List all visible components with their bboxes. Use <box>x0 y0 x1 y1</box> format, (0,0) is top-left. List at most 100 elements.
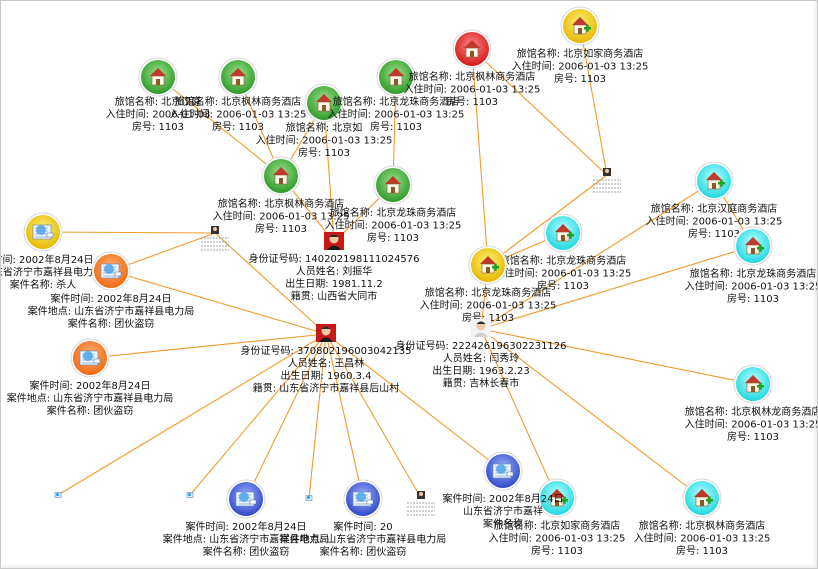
node-label-line: 旅馆名称: 北京龙珠商务酒店 <box>333 95 460 108</box>
collapsed-case-node[interactable] <box>186 492 194 498</box>
node-label-line: 入住时间: 2006-01-03 13:25 <box>256 134 393 147</box>
relation-edge <box>480 245 754 330</box>
collapsed-case-node[interactable] <box>54 492 62 498</box>
house-icon <box>706 172 725 190</box>
case-document-icon <box>32 224 54 240</box>
node-label-line: 案件时间: 20 <box>333 520 392 533</box>
node-label-line: 身份证号码: 370802196003042135 <box>240 344 411 357</box>
relation-edge <box>110 270 327 335</box>
node-label-line: 入住时间: 2006-01-03 13:25 <box>634 532 771 545</box>
house-icon <box>230 68 246 86</box>
case-document-icon <box>492 463 514 479</box>
node-label-line: 旅馆名称: 北京如家商务酒店 <box>494 519 621 532</box>
node-label-line: 入住时间: 2006-01-03 13:25 <box>685 280 817 293</box>
relation-edge <box>579 25 608 176</box>
node-label-line: 入住时间: 2006-01-03 13:25 <box>512 60 649 73</box>
node-label-line: 房号: 1103 <box>212 120 264 133</box>
node-label-line: 人员姓名: 闫秀玲 <box>443 352 520 365</box>
relation-edge <box>157 76 282 177</box>
node-label-line: 入住时间: 2006-01-03 13:25 <box>420 299 557 312</box>
node-label-line: 房号: 1103 <box>255 222 307 235</box>
house-icon <box>745 375 764 393</box>
relation-edge <box>308 333 327 499</box>
node-label-line: 房号: 1103 <box>727 430 779 443</box>
node-label-line: 入住时间: 2006-01-03 13:25 <box>685 418 817 431</box>
node-label-line: 人员姓名: 刘振华 <box>296 265 373 278</box>
person-photo-male-icon <box>316 324 336 342</box>
case-document-icon <box>100 263 122 279</box>
node-label-line: 入住时间: 2006-01-03 13:25 <box>646 215 783 228</box>
house-icon <box>745 237 764 255</box>
relation-edge <box>214 232 327 335</box>
relation-edge <box>487 174 608 266</box>
house-icon <box>385 176 401 194</box>
relation-edge <box>189 333 327 496</box>
node-label-line: 出生日期: 1960.3.4 <box>280 369 371 382</box>
node-label-line: 身份证号码: 140202198111024576 <box>248 252 419 265</box>
node-label-line: 入住时间: 2006-01-03 13:25 <box>325 219 462 232</box>
node-label-line: 入住时间: 2006-01-03 13:25 <box>328 108 465 121</box>
case-document-icon <box>235 491 257 507</box>
relation-edge <box>325 333 504 472</box>
node-label-line: 身份证号码: 222426196302231126 <box>395 339 566 352</box>
node-label-line: 山东省济宁市嘉祥县电力局 <box>1 266 103 279</box>
house-icon <box>555 224 574 242</box>
node-label-line: 案件名称: 团伙盗窃 <box>47 404 134 417</box>
node-label-line: 案件时间: 2002年8月24日 <box>29 379 150 392</box>
mini-person-card[interactable] <box>201 226 229 251</box>
mini-person-card[interactable] <box>407 491 435 516</box>
node-label-line: 房号: 1103 <box>367 231 419 244</box>
relation-edge <box>471 48 608 176</box>
node-label-line: 人员姓名: 王昌林 <box>288 357 365 370</box>
node-label-line: 旅馆名称: 北京汉庭商务酒店 <box>651 202 778 215</box>
node-label-line: 入住时间: 2006-01-03 13:25 <box>170 108 307 121</box>
collapsed-case-node[interactable] <box>305 495 313 501</box>
node-label-line: 案件名称: 团伙盗窃 <box>320 545 407 558</box>
house-icon <box>388 68 404 86</box>
mini-person-card[interactable] <box>593 168 621 193</box>
node-label-line: 旅馆名称: 北京龙珠商务酒店 <box>330 206 457 219</box>
case-node[interactable]: 时间: 2002年8月24日山东省济宁市嘉祥县电力局案件名称: 杀人 <box>1 212 103 291</box>
node-label-line: 房号: 1103 <box>688 227 740 240</box>
relation-edge <box>480 328 754 385</box>
house-icon <box>549 489 568 507</box>
node-label-line: 案件名称 <box>483 517 523 530</box>
relation-edge <box>480 328 703 499</box>
node-label-line: 旅馆名称: 北京龙珠商务酒店 <box>500 254 627 267</box>
node-label-line: 籍贯: 山东省济宁市嘉祥县后山村 <box>253 382 400 395</box>
node-label-line: 旅馆名称: 北京枫林商务酒店 <box>175 95 302 108</box>
node-label-line: 房号: 1103 <box>298 146 350 159</box>
node-label-line: 旅馆名称: 北京如家商务酒店 <box>517 47 644 60</box>
house-icon <box>694 489 713 507</box>
node-label-line: 入住时间: 2006-01-03 <box>106 108 211 121</box>
relation-edge <box>89 333 327 359</box>
node-label-line: 籍贯: 山西省大同市 <box>291 290 378 303</box>
node-label-line: 出生日期: 1963.2.23 <box>432 364 529 377</box>
relation-edge <box>325 333 422 499</box>
